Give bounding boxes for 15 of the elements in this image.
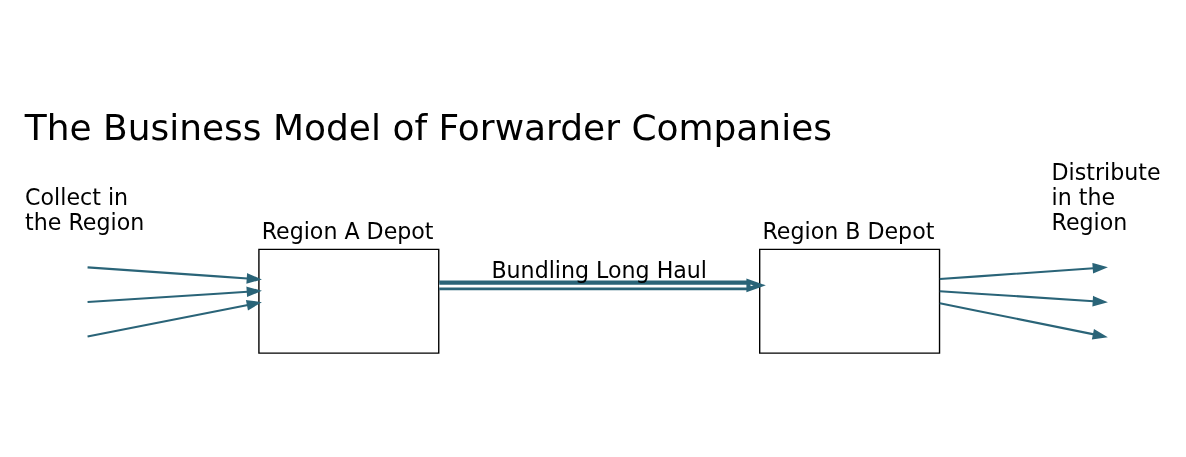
node-box	[759, 248, 941, 354]
arrow	[939, 262, 1108, 280]
label: Collect in the Region	[25, 183, 145, 235]
arrow	[87, 286, 262, 303]
label: Distribute in the Region	[1051, 158, 1161, 235]
arrow	[87, 265, 262, 284]
arrow	[87, 299, 262, 338]
arrow	[939, 289, 1108, 306]
node-label: Region A Depot	[261, 217, 434, 244]
diagram-title: The Business Model of Forwarder Companies	[24, 106, 832, 148]
arrow	[439, 278, 766, 292]
node-label: Region B Depot	[762, 217, 935, 244]
node-box	[258, 248, 440, 354]
arrow	[939, 301, 1108, 339]
edge-label: Bundling Long Haul	[491, 256, 708, 283]
